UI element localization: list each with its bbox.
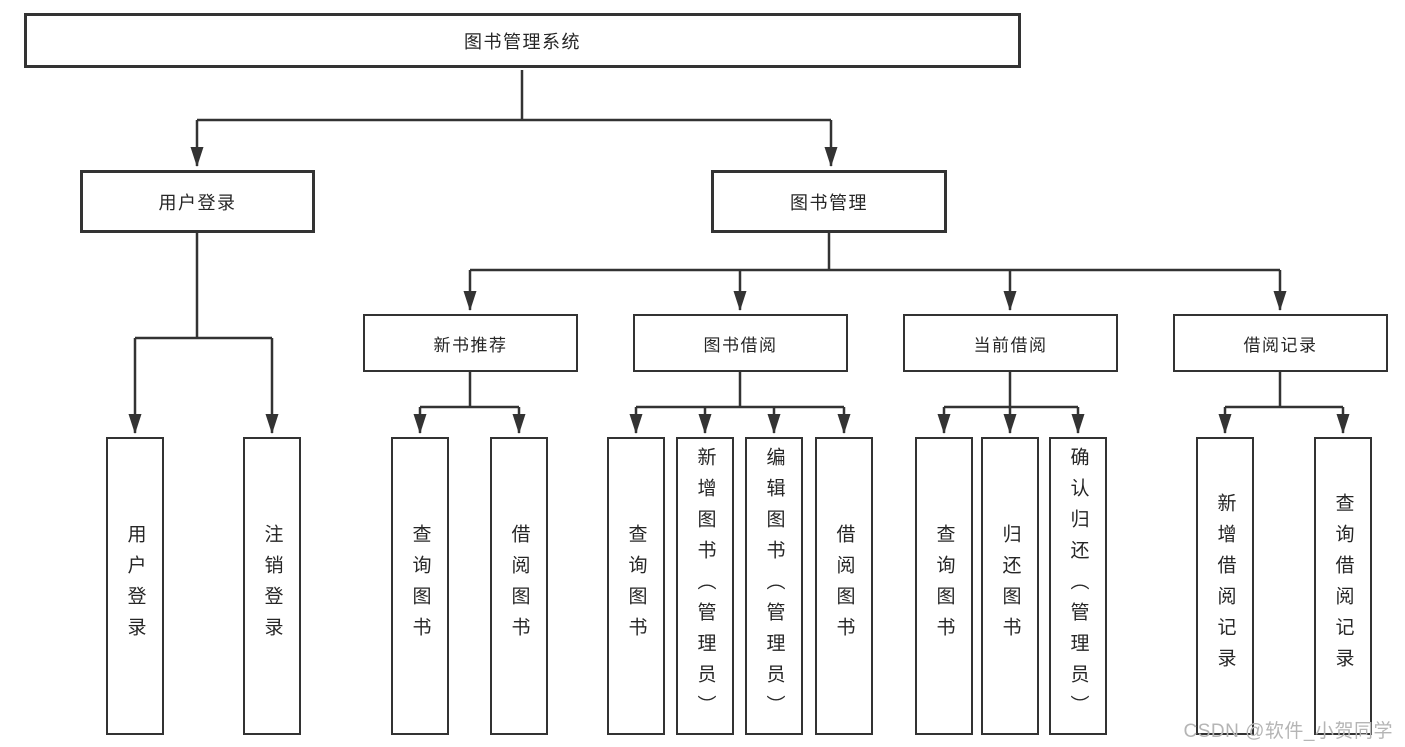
node-borrowing-records: 借阅记录: [1173, 314, 1388, 372]
node-label: 图书借阅: [703, 335, 778, 355]
node-label: 借阅图书: [508, 524, 530, 648]
leaf-bb-query-books: 查询图书: [607, 437, 665, 735]
node-label: 归还图书: [999, 524, 1021, 648]
node-label: 注销登录: [261, 524, 283, 648]
node-label: 编辑图书（管理员）: [763, 446, 785, 726]
node-label: 确认归还（管理员）: [1067, 446, 1089, 726]
node-book-borrowing: 图书借阅: [633, 314, 848, 372]
leaf-nb-query-books: 查询图书: [391, 437, 449, 735]
node-label: 新增借阅记录: [1214, 493, 1236, 679]
node-label: 图书管理系统: [464, 31, 581, 52]
node-label: 借阅图书: [833, 524, 855, 648]
leaf-cb-query-books: 查询图书: [915, 437, 973, 735]
node-label: 当前借阅: [973, 335, 1048, 355]
node-user-login: 用户登录: [80, 170, 315, 233]
leaf-nb-borrow-books: 借阅图书: [490, 437, 548, 735]
node-label: 用户登录: [124, 524, 146, 648]
leaf-bb-edit-books-admin: 编辑图书（管理员）: [745, 437, 803, 735]
node-current-borrowing: 当前借阅: [903, 314, 1118, 372]
node-label: 新增图书（管理员）: [694, 446, 716, 726]
leaf-logout: 注销登录: [243, 437, 301, 735]
node-label: 新书推荐: [433, 335, 508, 355]
node-label: 图书管理: [790, 192, 868, 213]
node-label: 借阅记录: [1243, 335, 1318, 355]
node-label: 查询图书: [933, 524, 955, 648]
arrow-drops: [128, 120, 1350, 434]
leaf-bb-add-books-admin: 新增图书（管理员）: [676, 437, 734, 735]
node-library-management-system: 图书管理系统: [24, 13, 1021, 68]
leaf-br-query-record: 查询借阅记录: [1314, 437, 1372, 735]
leaf-cb-confirm-return-admin: 确认归还（管理员）: [1049, 437, 1107, 735]
node-label: 查询借阅记录: [1332, 493, 1354, 679]
leaf-user-login: 用户登录: [106, 437, 164, 735]
node-new-book-recommend: 新书推荐: [363, 314, 578, 372]
leaf-br-add-record: 新增借阅记录: [1196, 437, 1254, 735]
leaf-bb-borrow-books: 借阅图书: [815, 437, 873, 735]
watermark: CSDN @软件_小贺同学: [1183, 721, 1393, 742]
leaf-cb-return-books: 归还图书: [981, 437, 1039, 735]
node-book-management: 图书管理: [711, 170, 947, 233]
node-label: 查询图书: [625, 524, 647, 648]
node-label: 查询图书: [409, 524, 431, 648]
node-label: 用户登录: [158, 192, 237, 213]
